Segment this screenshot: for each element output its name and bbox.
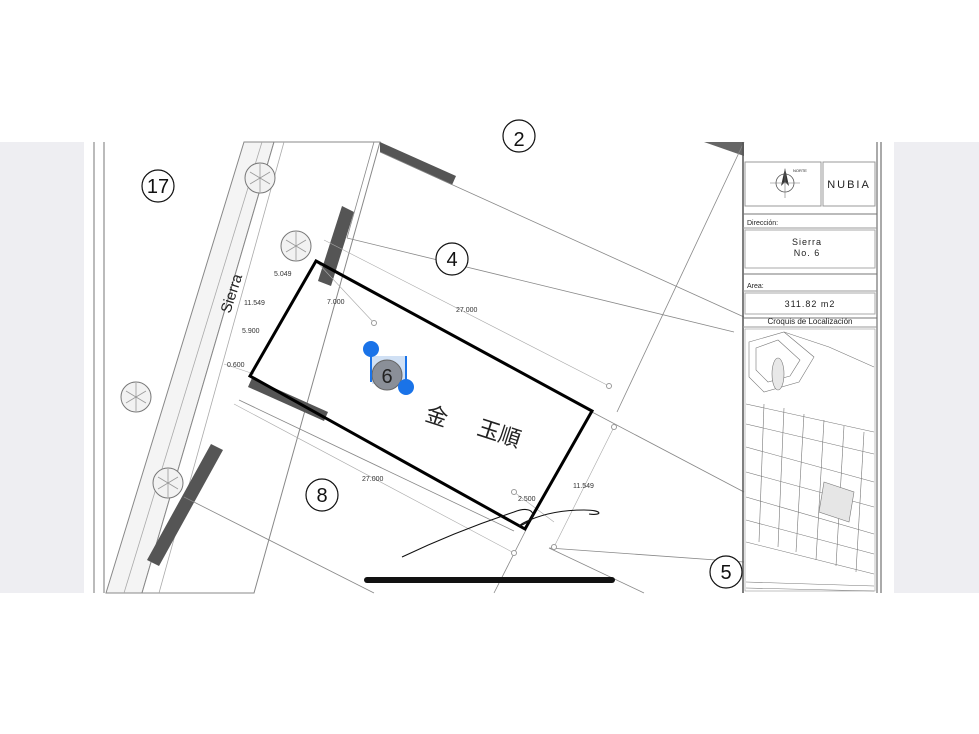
north-label: NORTE (793, 168, 807, 173)
lot-2-marker: 2 (502, 119, 536, 153)
document-viewer[interactable]: 17 4 8 5 2 Sierra 5.049 11.549 7.000 27.… (84, 119, 894, 594)
dimension-label: 11.549 (573, 483, 594, 490)
area-value: 311.82 m2 (785, 299, 836, 309)
dimension-line (553, 426, 615, 548)
dimension-label: 5.049 (274, 271, 292, 278)
lot-6-outline[interactable] (247, 258, 595, 532)
tree-icon (280, 230, 312, 262)
boundary-wall-strip (380, 142, 456, 185)
location-sketch-map (744, 328, 876, 592)
selection-handle-start[interactable] (363, 341, 379, 357)
survey-point (606, 383, 612, 389)
survey-point (551, 544, 557, 550)
title-block: NORTE NUBIA Dirección: Sierra No. 6 Area… (742, 142, 882, 593)
dimension-label: 0.600 (227, 362, 245, 369)
dimension-line (315, 260, 375, 324)
boundary-wall-strip (147, 444, 223, 566)
dimension-label: 7.000 (327, 299, 345, 306)
area-label: Area: (747, 283, 764, 290)
street-inner-line (123, 141, 263, 594)
boundary-wall-strip (694, 142, 744, 156)
address-label: Dirección: (747, 220, 778, 227)
lot-boundary-line (238, 399, 515, 532)
survey-point (511, 550, 517, 556)
signature-scribble (401, 508, 600, 558)
selection-handle-end[interactable] (398, 379, 414, 395)
lot-5-marker: 5 (709, 555, 743, 589)
logo-box (822, 161, 876, 207)
lot-2-number: 2 (513, 129, 524, 151)
address-box (744, 229, 876, 269)
dimension-label: 2.500 (518, 496, 536, 503)
survey-point (511, 489, 517, 495)
home-indicator-bar[interactable] (364, 577, 615, 583)
lot-6-number: 6 (381, 366, 392, 388)
lot-boundary-line (346, 237, 735, 333)
dimension-line (233, 403, 515, 554)
dimension-line (223, 363, 255, 375)
lot-boundary-line (379, 151, 745, 318)
lot-8-marker: 8 (305, 478, 339, 512)
location-map-label: Croquis de Localización (768, 317, 853, 326)
dimension-label: 27.000 (362, 476, 384, 483)
handwritten-name-part-1: 金 (422, 401, 451, 432)
north-arrow-box (744, 161, 822, 207)
site-plan-drawing: 17 4 8 5 2 Sierra 5.049 11.549 7.000 27.… (93, 119, 882, 594)
address-line-1: Sierra (792, 237, 822, 247)
boundary-wall-strip (248, 378, 328, 421)
tree-icon (120, 381, 152, 413)
lot-boundary-line (183, 496, 375, 594)
address-line-2: No. 6 (794, 248, 821, 258)
lot-17-marker: 17 (141, 169, 175, 203)
lot-boundary-line (346, 141, 375, 239)
north-arrow-icon (770, 168, 800, 198)
lot-4-marker: 4 (435, 242, 469, 276)
lot-boundary-line (616, 141, 745, 413)
survey-point (611, 424, 617, 430)
lot-17-number: 17 (147, 176, 169, 198)
dimension-line (323, 239, 610, 387)
dimension-line (513, 491, 555, 523)
dimension-label: 27.000 (456, 307, 478, 314)
tree-icon (244, 162, 276, 194)
dimension-label: 5.900 (242, 328, 260, 335)
lot-6-selection[interactable]: 6 (363, 341, 414, 395)
lot-boundary-line (548, 547, 745, 563)
survey-point (371, 320, 377, 326)
lot-boundary-line (591, 411, 745, 493)
lot-4-number: 4 (446, 249, 457, 271)
handwritten-name-part-2: 玉順 (474, 415, 524, 452)
area-box (744, 292, 876, 315)
lot-boundary-line (548, 547, 645, 594)
lot-8-number: 8 (316, 485, 327, 507)
lot-5-number: 5 (720, 562, 731, 584)
tree-icon (152, 467, 184, 499)
company-logo-text: NUBIA (827, 179, 871, 191)
dimension-label: 11.549 (244, 300, 265, 307)
